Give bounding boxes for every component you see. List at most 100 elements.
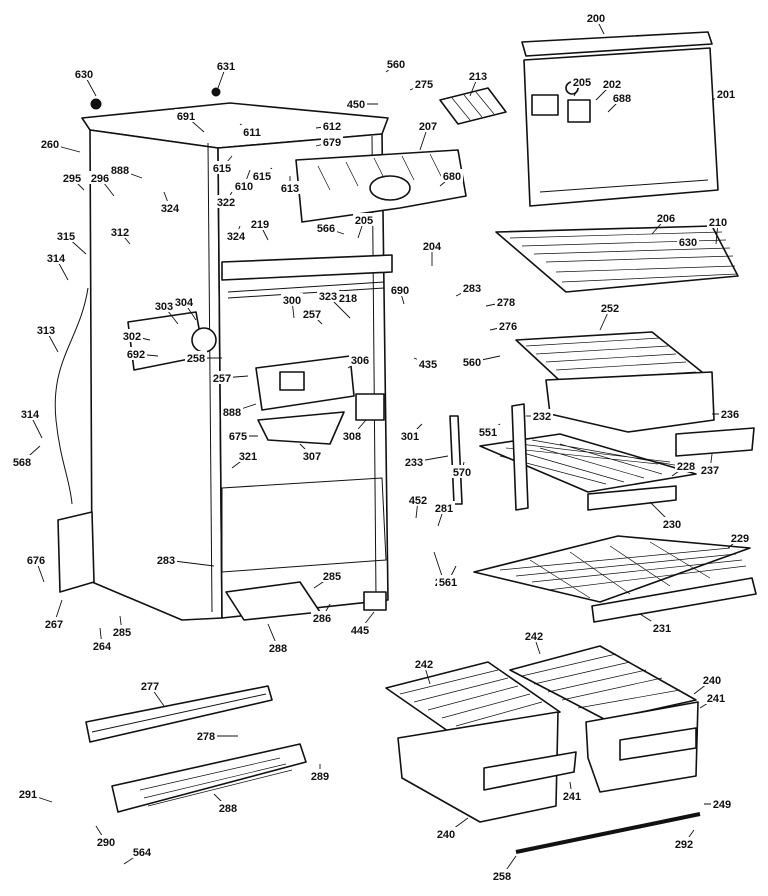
shelf-front-230 bbox=[587, 485, 677, 511]
part-callout-289: 289 bbox=[311, 771, 329, 783]
part-callout-613: 613 bbox=[281, 183, 299, 195]
crisper-rail-258 bbox=[515, 812, 701, 854]
part-callout-202: 202 bbox=[603, 79, 621, 91]
part-callout-292: 292 bbox=[675, 839, 693, 851]
part-callout-278: 278 bbox=[197, 731, 215, 743]
part-callout-285: 285 bbox=[323, 571, 341, 583]
part-callout-240: 240 bbox=[437, 829, 455, 841]
part-callout-322: 322 bbox=[217, 197, 235, 209]
part-callout-688: 688 bbox=[613, 93, 631, 105]
part-callout-321: 321 bbox=[239, 451, 257, 463]
part-callout-249: 249 bbox=[713, 799, 731, 811]
part-callout-561: 561 bbox=[439, 577, 457, 589]
part-callout-610: 610 bbox=[235, 181, 253, 193]
shelf-229 bbox=[473, 535, 751, 603]
part-callout-288: 288 bbox=[269, 643, 287, 655]
meat-pan-shelf bbox=[515, 331, 715, 433]
tube-313 bbox=[54, 287, 89, 505]
part-callout-630: 630 bbox=[679, 237, 697, 249]
part-callout-286: 286 bbox=[313, 613, 331, 625]
part-callout-888: 888 bbox=[223, 407, 241, 419]
part-callout-307: 307 bbox=[303, 451, 321, 463]
part-callout-233: 233 bbox=[405, 457, 423, 469]
part-callout-888: 888 bbox=[111, 165, 129, 177]
part-callout-324: 324 bbox=[227, 231, 246, 243]
part-callout-295: 295 bbox=[63, 173, 81, 185]
part-callout-560: 560 bbox=[387, 59, 405, 71]
part-callout-445: 445 bbox=[351, 625, 369, 637]
part-callout-205: 205 bbox=[355, 215, 373, 227]
part-callout-296: 296 bbox=[91, 173, 109, 185]
part-callout-631: 631 bbox=[217, 61, 235, 73]
cap-631 bbox=[211, 87, 221, 97]
part-callout-615: 615 bbox=[253, 171, 271, 183]
part-callout-277: 277 bbox=[141, 681, 159, 693]
part-callout-615: 615 bbox=[213, 163, 231, 175]
part-callout-240: 240 bbox=[703, 675, 721, 687]
part-callout-691: 691 bbox=[177, 111, 195, 123]
part-callout-219: 219 bbox=[251, 219, 269, 231]
part-callout-228: 228 bbox=[677, 461, 695, 473]
part-callout-290: 290 bbox=[97, 837, 115, 849]
part-callout-291: 291 bbox=[19, 789, 37, 801]
part-callout-566: 566 bbox=[317, 223, 335, 235]
part-callout-283: 283 bbox=[463, 283, 481, 295]
part-callout-690: 690 bbox=[391, 285, 409, 297]
rail-277 bbox=[85, 685, 273, 743]
part-callout-252: 252 bbox=[601, 303, 619, 315]
part-callout-281: 281 bbox=[435, 503, 453, 515]
part-callout-314: 314 bbox=[21, 409, 40, 421]
part-callout-230: 230 bbox=[663, 519, 681, 531]
part-callout-302: 302 bbox=[123, 331, 141, 343]
part-callout-275: 275 bbox=[415, 79, 433, 91]
part-callout-564: 564 bbox=[133, 847, 152, 859]
part-callout-229: 229 bbox=[731, 533, 749, 545]
part-callout-324: 324 bbox=[161, 203, 180, 215]
part-callout-258: 258 bbox=[187, 353, 205, 365]
part-callout-314: 314 bbox=[47, 253, 66, 265]
part-callout-201: 201 bbox=[717, 89, 735, 101]
plate-308 bbox=[355, 393, 385, 421]
part-callout-303: 303 bbox=[155, 301, 173, 313]
light-housing bbox=[255, 355, 355, 411]
part-callout-570: 570 bbox=[453, 467, 471, 479]
part-callout-241: 241 bbox=[707, 693, 725, 705]
part-callout-257: 257 bbox=[303, 309, 321, 321]
shelf-bracket-232 bbox=[511, 403, 529, 511]
shelf-front-237 bbox=[675, 427, 755, 457]
shelf-front-231 bbox=[591, 577, 757, 623]
crisper-pan-right bbox=[509, 645, 699, 793]
part-callout-242: 242 bbox=[415, 659, 433, 671]
part-callout-288: 288 bbox=[219, 803, 237, 815]
part-callout-264: 264 bbox=[93, 641, 112, 653]
part-callout-680: 680 bbox=[443, 171, 461, 183]
part-callout-207: 207 bbox=[419, 121, 437, 133]
part-callout-551: 551 bbox=[479, 427, 497, 439]
part-callout-242: 242 bbox=[525, 631, 543, 643]
part-callout-323: 323 bbox=[319, 291, 337, 303]
shelf-228 bbox=[479, 433, 697, 493]
part-callout-231: 231 bbox=[653, 623, 671, 635]
part-callout-435: 435 bbox=[419, 359, 437, 371]
part-callout-258: 258 bbox=[493, 871, 511, 883]
part-callout-450: 450 bbox=[347, 99, 365, 111]
part-callout-206: 206 bbox=[657, 213, 675, 225]
part-callout-236: 236 bbox=[721, 409, 739, 421]
part-callout-205: 205 bbox=[573, 77, 591, 89]
part-callout-313: 313 bbox=[37, 325, 55, 337]
part-callout-304: 304 bbox=[175, 297, 194, 309]
part-callout-237: 237 bbox=[701, 465, 719, 477]
part-callout-200: 200 bbox=[587, 13, 605, 25]
part-callout-300: 300 bbox=[283, 295, 301, 307]
part-callout-692: 692 bbox=[127, 349, 145, 361]
part-callout-611: 611 bbox=[243, 127, 261, 139]
part-callout-283: 283 bbox=[157, 555, 175, 567]
part-callout-675: 675 bbox=[229, 431, 247, 443]
part-callout-257: 257 bbox=[213, 373, 231, 385]
part-callout-560: 560 bbox=[463, 357, 481, 369]
part-callout-676: 676 bbox=[27, 555, 45, 567]
part-callout-679: 679 bbox=[323, 137, 341, 149]
grommet-630 bbox=[90, 98, 102, 110]
switch-445 bbox=[363, 591, 387, 611]
